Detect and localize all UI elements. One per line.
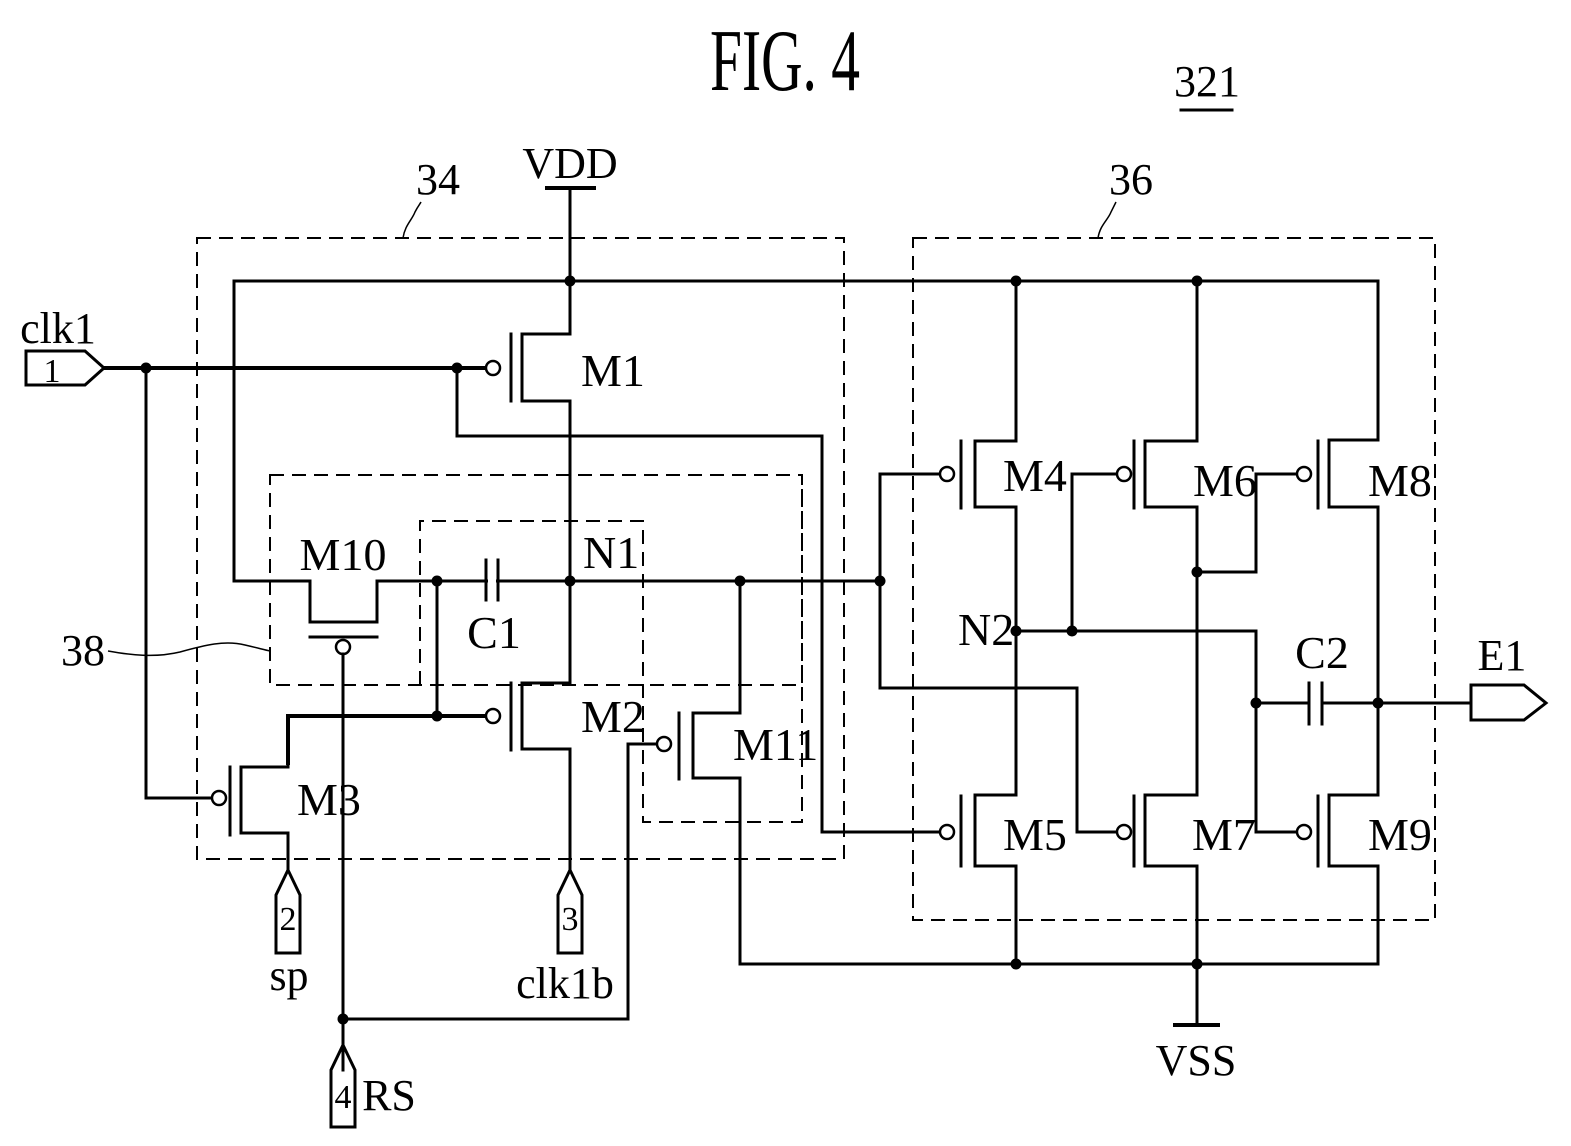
clk1b-label: clk1b xyxy=(516,959,614,1008)
block-34-leader xyxy=(403,202,421,238)
m1-channel xyxy=(522,281,570,581)
junction-dot xyxy=(338,1014,349,1025)
m3-label: M3 xyxy=(297,774,361,825)
clk1-port-number: 1 xyxy=(44,353,61,390)
junction-dot xyxy=(1067,626,1078,637)
m3-channel xyxy=(241,716,288,870)
clk1b-port-number: 3 xyxy=(562,901,579,938)
junction-dot xyxy=(1011,276,1022,287)
clk1-label: clk1 xyxy=(20,304,96,353)
c1-label: C1 xyxy=(467,607,521,658)
m9-label: M9 xyxy=(1368,809,1432,860)
m5-gate-bubble xyxy=(940,825,954,839)
m2-label: M2 xyxy=(581,691,645,742)
vss-label: VSS xyxy=(1156,1036,1237,1085)
m3-gate-bubble xyxy=(212,791,226,805)
junction-dot xyxy=(1192,276,1203,287)
m11-gate-bubble xyxy=(657,737,671,751)
m7-label: M7 xyxy=(1192,809,1256,860)
vdd-rail xyxy=(234,281,1378,581)
m10-gate-bubble xyxy=(336,640,350,654)
junction-dot xyxy=(1011,626,1022,637)
m11-label: M11 xyxy=(733,719,818,770)
n1-label: N1 xyxy=(583,527,639,578)
junction-dot xyxy=(875,576,886,587)
m4-gate-bubble xyxy=(940,467,954,481)
m6-label: M6 xyxy=(1193,455,1257,506)
block-36-leader xyxy=(1098,202,1116,238)
m9-gate-bubble xyxy=(1297,825,1311,839)
junction-dot xyxy=(735,576,746,587)
junction-dot xyxy=(432,711,443,722)
sp-label: sp xyxy=(269,951,308,1000)
m1-gate-bubble xyxy=(486,361,500,375)
block-36-boundary xyxy=(913,238,1435,920)
clk1-port xyxy=(26,351,104,385)
junction-dot xyxy=(1373,698,1384,709)
n1-to-m4-gate xyxy=(880,474,940,581)
block-36-label: 36 xyxy=(1109,155,1153,204)
m7-channel xyxy=(1145,795,1197,1022)
junction-dot xyxy=(1192,567,1203,578)
rs-label: RS xyxy=(362,1071,416,1120)
m6-channel xyxy=(1145,281,1197,795)
junction-dot xyxy=(1251,698,1262,709)
n2-wire xyxy=(1016,631,1297,832)
e1-label: E1 xyxy=(1478,631,1527,680)
block-38-label: 38 xyxy=(61,626,105,675)
junction-dot xyxy=(1192,959,1203,970)
m2-channel xyxy=(522,581,570,870)
m4-channel xyxy=(975,281,1016,795)
figure-reference: 321 xyxy=(1174,57,1240,106)
block-38-leader xyxy=(108,643,270,655)
m10-channel xyxy=(234,581,377,622)
n2-to-m6-gate xyxy=(1072,474,1118,631)
m2-gate-bubble xyxy=(486,709,500,723)
m10-label: M10 xyxy=(300,529,387,580)
vdd-label: VDD xyxy=(522,139,617,188)
block-34-label: 34 xyxy=(416,155,460,204)
figure-title: FIG. 4 xyxy=(710,13,860,110)
n2-label: N2 xyxy=(958,604,1014,655)
clk1-to-m5-gate xyxy=(457,368,940,832)
m5-label: M5 xyxy=(1003,809,1067,860)
c2-label: C2 xyxy=(1295,627,1349,678)
junction-dot xyxy=(565,576,576,587)
clk1-to-m3-gate xyxy=(146,368,213,798)
junction-dot xyxy=(1011,959,1022,970)
m8-gate-bubble xyxy=(1297,467,1311,481)
m1-label: M1 xyxy=(581,345,645,396)
sp-port-number: 2 xyxy=(280,901,297,938)
junction-dot xyxy=(141,363,152,374)
rs-port-number: 4 xyxy=(335,1079,352,1116)
c1-gap xyxy=(488,575,496,587)
e1-port xyxy=(1471,685,1546,720)
m8-label: M8 xyxy=(1368,455,1432,506)
m6-gate-bubble xyxy=(1117,467,1131,481)
m2-gate-wire xyxy=(288,716,486,765)
junction-dot xyxy=(565,276,576,287)
m4-label: M4 xyxy=(1003,450,1067,501)
junction-dot xyxy=(432,576,443,587)
m11-channel-and-vss-rail xyxy=(693,581,1378,964)
m7-gate-bubble xyxy=(1117,825,1131,839)
junction-dot xyxy=(452,363,463,374)
